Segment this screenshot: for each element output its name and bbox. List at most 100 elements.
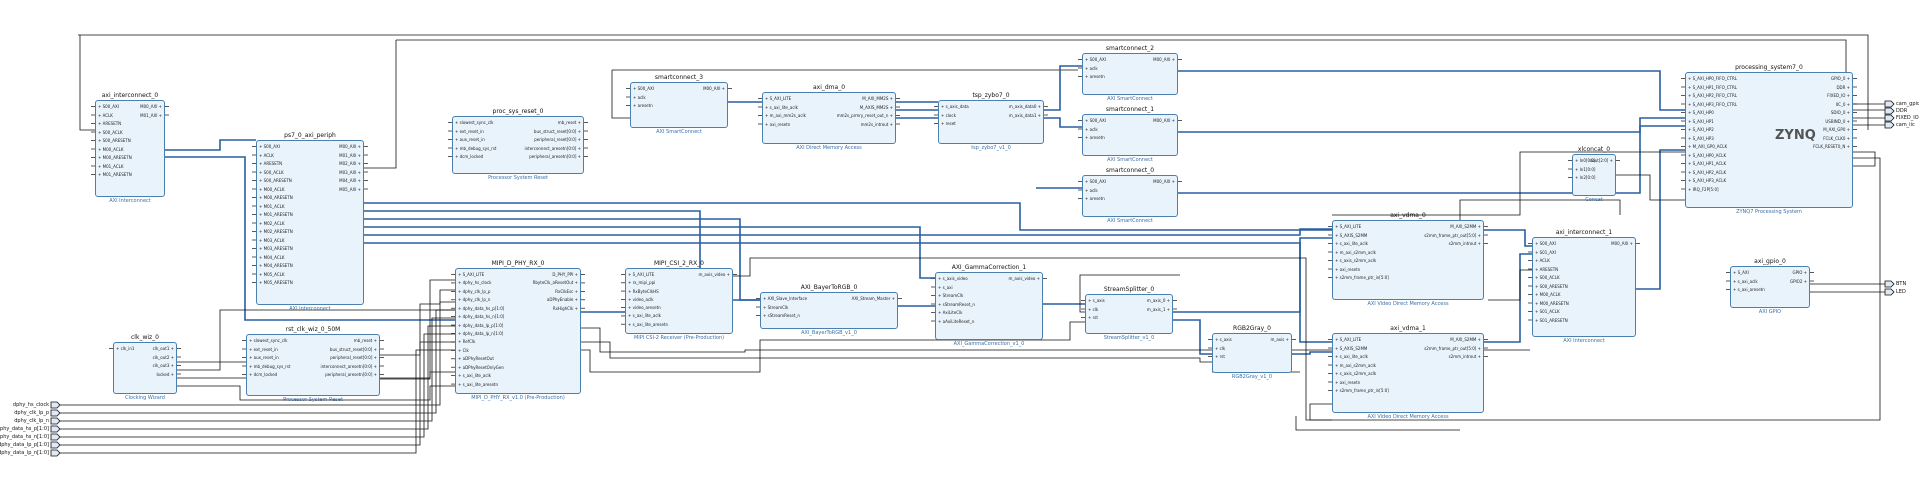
port-pin-label[interactable]: + sStreamReset_n: [763, 313, 800, 318]
port-pin-label[interactable]: + S00_AXI: [98, 104, 119, 109]
port-pin-label[interactable]: + M01_ACLK: [259, 203, 285, 209]
port-pin-label[interactable]: + M00_ACLK: [98, 146, 124, 152]
port-pin-label[interactable]: + axi_resetn: [765, 121, 791, 127]
port-pin-label[interactable]: + aux_reset_in: [249, 355, 279, 360]
port-pin-label[interactable]: + s_axi_aclk: [1733, 278, 1758, 284]
port-pin-label[interactable]: + ext_reset_in: [249, 346, 278, 352]
port-pin-label[interactable]: + s_axi_aresetn: [1733, 287, 1765, 292]
port-pin-label[interactable]: + M00_ARESETN: [98, 155, 132, 160]
port-pin-label[interactable]: DDR +: [1836, 84, 1850, 90]
output-port-label[interactable]: cam_gpio: [1896, 101, 1919, 107]
ip-block-xlconcat-0[interactable]: [1572, 154, 1616, 196]
port-pin-label[interactable]: M03_AXI +: [339, 169, 361, 175]
port-pin-label[interactable]: peripheral_reset[0:0] +: [330, 355, 377, 360]
ip-block-axi-gammacorrection-1[interactable]: [935, 272, 1043, 340]
port-pin-label[interactable]: + s_axi_lite_aclk: [458, 373, 491, 379]
port-pin-label[interactable]: s2mm_introut +: [1448, 354, 1481, 359]
port-pin-label[interactable]: AXI_Stream_Master +: [851, 296, 895, 301]
port-pin-label[interactable]: + s_axi: [938, 284, 953, 290]
port-pin-label[interactable]: + s_axi_lite_aresetn: [458, 381, 499, 387]
output-port-label[interactable]: LED: [1896, 289, 1906, 295]
port-pin-label[interactable]: + S_AXI_LITE: [765, 96, 792, 101]
port-pin-label[interactable]: RbyteClk_aResetOut +: [532, 280, 578, 286]
ip-block-mipi-csi-2-rx-0[interactable]: [625, 268, 733, 334]
port-pin-label[interactable]: + S_AXI_HP3_ACLK: [1688, 178, 1727, 183]
ip-block-axi-interconnect-0[interactable]: [95, 100, 165, 197]
port-pin-label[interactable]: peripheral_aresetn[0:0] +: [529, 154, 581, 159]
port-pin-label[interactable]: M02_AXI +: [339, 161, 361, 166]
input-port-icon[interactable]: [50, 417, 61, 425]
port-pin-label[interactable]: + aresetn: [1085, 135, 1105, 140]
port-pin-label[interactable]: FIXED_IO +: [1827, 93, 1850, 98]
port-pin-label[interactable]: + m_axi_mm2s_aclk: [765, 113, 806, 118]
port-pin-label[interactable]: m_axis_data0 +: [1008, 104, 1041, 109]
port-pin-label[interactable]: + S_AXI_HP1_FIFO_CTRL: [1688, 84, 1737, 90]
port-pin-label[interactable]: + S00_ACLK: [98, 129, 123, 135]
port-pin-label[interactable]: + S_AXI_HP2: [1688, 127, 1714, 132]
port-pin-label[interactable]: m_axis +: [1270, 337, 1289, 342]
output-port-icon[interactable]: [1884, 121, 1895, 129]
port-pin-label[interactable]: + M01_ACLK: [98, 163, 124, 169]
port-pin-label[interactable]: + aDPhyResetOut: [458, 356, 494, 362]
port-pin-label[interactable]: + In0[0:0]: [1575, 158, 1596, 163]
port-pin-label[interactable]: + video_aclk: [628, 296, 654, 302]
input-port-icon[interactable]: [50, 433, 61, 441]
port-pin-label[interactable]: + s_axis: [1088, 298, 1105, 303]
port-pin-label[interactable]: + dphy_data_lp_n[1:0]: [458, 331, 504, 336]
port-pin-label[interactable]: + s_axis_s2mm_aclk: [1335, 258, 1377, 263]
port-pin-label[interactable]: s2mm_frame_ptr_out[5:0] +: [1424, 232, 1481, 238]
port-pin-label[interactable]: RxClkEsc +: [555, 288, 578, 294]
port-pin-label[interactable]: + ACLK: [259, 152, 274, 158]
port-pin-label[interactable]: dout[2:0] +: [1589, 158, 1613, 163]
port-pin-label[interactable]: D_PHY_PPI +: [552, 272, 578, 277]
port-pin-label[interactable]: + ARESETN: [98, 121, 122, 126]
port-pin-label[interactable]: M00_AXI +: [1153, 118, 1175, 123]
input-port-label[interactable]: dphy_data_hs_p[1:0]: [0, 426, 49, 432]
port-pin-label[interactable]: + s_axi_lite_aclk: [1335, 241, 1368, 246]
port-pin-label[interactable]: + RefClk: [458, 339, 476, 345]
ip-block-smartconnect-1[interactable]: [1082, 114, 1178, 156]
port-pin-label[interactable]: M04_AXI +: [339, 178, 361, 183]
ip-block-smartconnect-3[interactable]: [630, 82, 728, 128]
port-pin-label[interactable]: + s_axis_video: [938, 276, 968, 281]
port-pin-label[interactable]: M_AXI_S2MM +: [1450, 224, 1481, 229]
port-pin-label[interactable]: + ARESETN: [259, 161, 283, 166]
port-pin-label[interactable]: locked +: [156, 371, 174, 377]
output-port-label[interactable]: FIXED_IO: [1896, 115, 1919, 121]
port-pin-label[interactable]: + aclk: [1085, 187, 1098, 193]
port-pin-label[interactable]: + S_AXI_HP1: [1688, 118, 1714, 124]
port-pin-label[interactable]: + dphy_data_hs_p[1:0]: [458, 305, 505, 311]
port-pin-label[interactable]: + M04_ACLK: [259, 254, 285, 260]
port-pin-label[interactable]: + In2[0:0]: [1575, 175, 1596, 180]
input-port-label[interactable]: dphy_clk_lp_n: [14, 418, 49, 424]
port-pin-label[interactable]: + S00_AXI: [1085, 57, 1106, 62]
port-pin-label[interactable]: + S00_ACLK: [259, 169, 284, 175]
port-pin-label[interactable]: + ARESETN: [1535, 266, 1559, 272]
ip-block-rgb2gray-0[interactable]: [1212, 333, 1292, 373]
port-pin-label[interactable]: M00_AXI +: [1611, 241, 1633, 246]
input-port-label[interactable]: dphy_data_hs_n[1:0]: [0, 434, 49, 440]
port-pin-label[interactable]: M00_AXI +: [140, 104, 162, 109]
port-pin-label[interactable]: mb_reset +: [353, 338, 377, 343]
port-pin-label[interactable]: M00_AXI +: [1153, 57, 1175, 62]
input-port-icon[interactable]: [50, 449, 61, 457]
port-pin-label[interactable]: + dphy_clk_lp_p: [458, 288, 491, 294]
port-pin-label[interactable]: GPIO +: [1792, 270, 1807, 275]
port-pin-label[interactable]: + axi_resetn: [1335, 266, 1361, 272]
port-pin-label[interactable]: aDPhyEnable +: [546, 297, 578, 303]
ip-block-clk-wiz-0[interactable]: [113, 342, 177, 394]
ip-block-smartconnect-0[interactable]: [1082, 175, 1178, 217]
port-pin-label[interactable]: + S_AXI_HP0_ACLK: [1688, 152, 1727, 158]
input-port-icon[interactable]: [50, 401, 61, 409]
port-pin-label[interactable]: + aresetn: [633, 103, 653, 108]
port-pin-label[interactable]: + S_AXI_HP3: [1688, 135, 1714, 141]
port-pin-label[interactable]: + clk: [1088, 306, 1099, 312]
port-pin-label[interactable]: + StreamClk: [938, 293, 964, 298]
port-pin-label[interactable]: M00_AXI +: [703, 86, 725, 91]
port-pin-label[interactable]: + clk: [1215, 345, 1226, 351]
input-port-label[interactable]: dphy_data_lp_n[1:0]: [0, 450, 49, 456]
port-pin-label[interactable]: + aclk: [1085, 126, 1098, 132]
port-pin-label[interactable]: mb_reset +: [557, 120, 581, 125]
port-pin-label[interactable]: FCLK_RESET0_N +: [1813, 144, 1850, 149]
port-pin-label[interactable]: + S00_AXI: [1085, 118, 1106, 123]
